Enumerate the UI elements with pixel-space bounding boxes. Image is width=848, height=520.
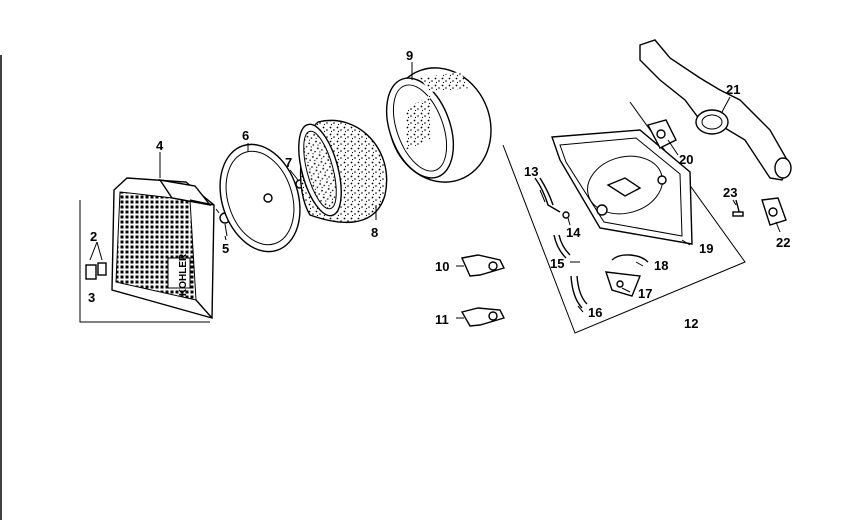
valve-11 xyxy=(460,307,506,327)
clamp-18 xyxy=(611,254,649,263)
callout-3: 3 xyxy=(88,290,95,305)
paper-element xyxy=(385,67,492,183)
intake-elbow xyxy=(639,39,792,181)
small-fitting-14 xyxy=(562,211,570,219)
callout-4: 4 xyxy=(156,138,164,153)
knob-part xyxy=(85,241,107,280)
callout-18: 18 xyxy=(654,258,668,273)
brand-label: KOHLER xyxy=(178,253,189,296)
breather-hose xyxy=(534,177,561,213)
callout-16: 16 xyxy=(588,305,602,320)
callout-17: 17 xyxy=(638,286,652,301)
foam-precleaner xyxy=(298,119,388,223)
valve-10 xyxy=(461,254,506,277)
callout-22: 22 xyxy=(776,235,790,250)
callout-20: 20 xyxy=(679,152,693,167)
bracket-17 xyxy=(604,271,641,297)
callout-15: 15 xyxy=(550,256,564,271)
screw-23 xyxy=(732,199,744,217)
base-plate xyxy=(551,129,693,245)
callout-7: 7 xyxy=(285,155,292,170)
callout-8: 8 xyxy=(371,225,378,240)
callout-21: 21 xyxy=(726,82,740,97)
group-bracket-left xyxy=(79,200,210,323)
hose-16 xyxy=(570,275,588,309)
callout-14: 14 xyxy=(566,225,581,240)
callout-6: 6 xyxy=(242,128,249,143)
leader-lines xyxy=(159,62,781,319)
callout-5: 5 xyxy=(222,241,229,256)
callout-13: 13 xyxy=(524,164,538,179)
air-cleaner-cover xyxy=(111,177,215,319)
callout-10: 10 xyxy=(435,259,449,274)
callout-23: 23 xyxy=(723,185,737,200)
callout-2: 2 xyxy=(90,229,97,244)
bracket-22 xyxy=(761,197,787,226)
hose-15 xyxy=(553,234,571,259)
callout-11: 11 xyxy=(435,312,449,327)
callout-12: 12 xyxy=(684,316,698,331)
callout-9: 9 xyxy=(406,48,413,63)
callout-19: 19 xyxy=(699,241,713,256)
